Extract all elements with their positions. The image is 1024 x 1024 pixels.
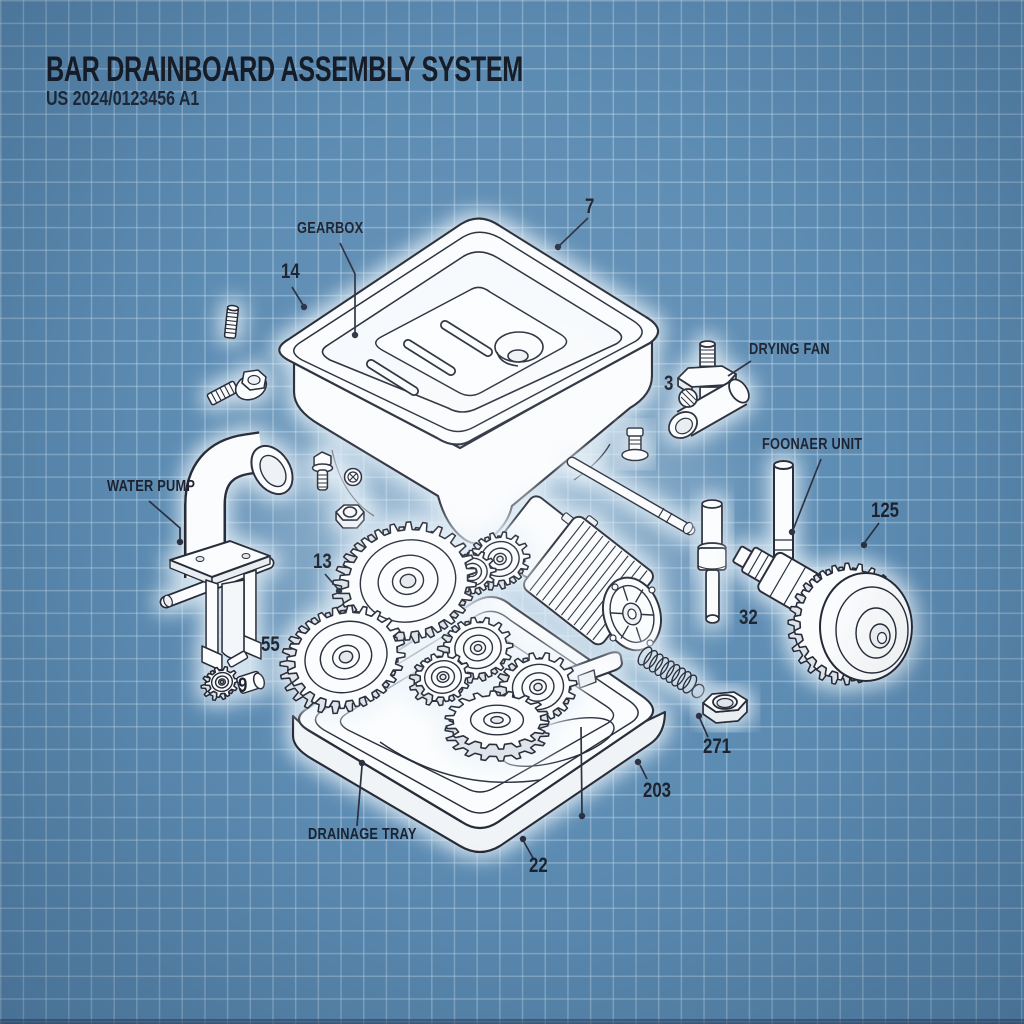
pump-legs [201,569,262,672]
coil-spring [637,646,705,699]
drain-hole [494,331,544,367]
leader-271 [699,718,709,738]
leader-drying-fan [727,360,752,377]
pump-knob [200,650,266,702]
gear-large-left [279,604,406,715]
leader-axis [580,726,583,814]
label-gearbox: GEARBOX [297,220,363,238]
drainboard-ribs [366,320,493,396]
patent-number: US 2024/0123456 A1 [46,88,199,111]
leader-lines [148,217,880,859]
leader-foonaer [792,458,822,531]
motor-face [602,576,662,652]
ref-22: 22 [529,854,548,878]
label-drainage-tray: DRAINAGE TRAY [308,826,417,844]
knurled-knob [678,388,698,408]
ref-14: 14 [281,260,300,284]
fastener-set [206,304,365,529]
leader-14 [291,286,304,306]
hex-nut-small [335,504,365,529]
t-joint-pipe [697,499,727,624]
pulley-wheel [787,562,913,686]
ref-3: 3 [664,372,673,396]
ref-271: 271 [703,735,731,759]
ref-125: 125 [871,499,899,523]
leader-gearbox [339,242,356,333]
gear-train [279,521,578,762]
leader-22 [523,841,534,859]
ref-203: 203 [643,779,671,803]
leader-7 [559,217,589,246]
drive-motor [492,495,662,652]
gear-flat-bottom [444,690,550,762]
small-valve-bolt [621,427,649,462]
ref-7: 7 [585,195,594,219]
ref-9: 9 [238,674,247,698]
pump-bracket [169,540,271,586]
label-drying-fan: DRYING FAN [749,341,830,359]
hex-bolt [311,451,334,491]
flange-bolt [206,369,268,406]
leader-125 [864,522,880,543]
drainboard-tray [278,217,660,545]
hex-nut-large [702,691,748,724]
drying-fan-valve [668,340,750,439]
label-water-pump: WATER PUMP [107,478,195,496]
leader-203 [639,764,648,780]
foonaer-unit [732,460,913,686]
threaded-stud [223,304,240,340]
pan-screw [343,467,363,487]
linkage-rod [566,456,696,536]
water-pump [159,431,294,702]
ref-13: 13 [313,550,332,574]
leader-dots [176,243,868,843]
ref-32: 32 [739,606,758,630]
page-title: BAR DRAINBOARD ASSEMBLY SYSTEM [46,50,523,90]
leader-drainage-tray [356,765,363,827]
label-foonaer-unit: FOONAER UNIT [762,436,862,454]
ref-55: 55 [261,633,280,657]
leader-13 [324,573,339,590]
leader-water-pump [148,500,181,539]
gear-small-c [408,651,472,707]
bottom-edge [0,1019,1024,1024]
